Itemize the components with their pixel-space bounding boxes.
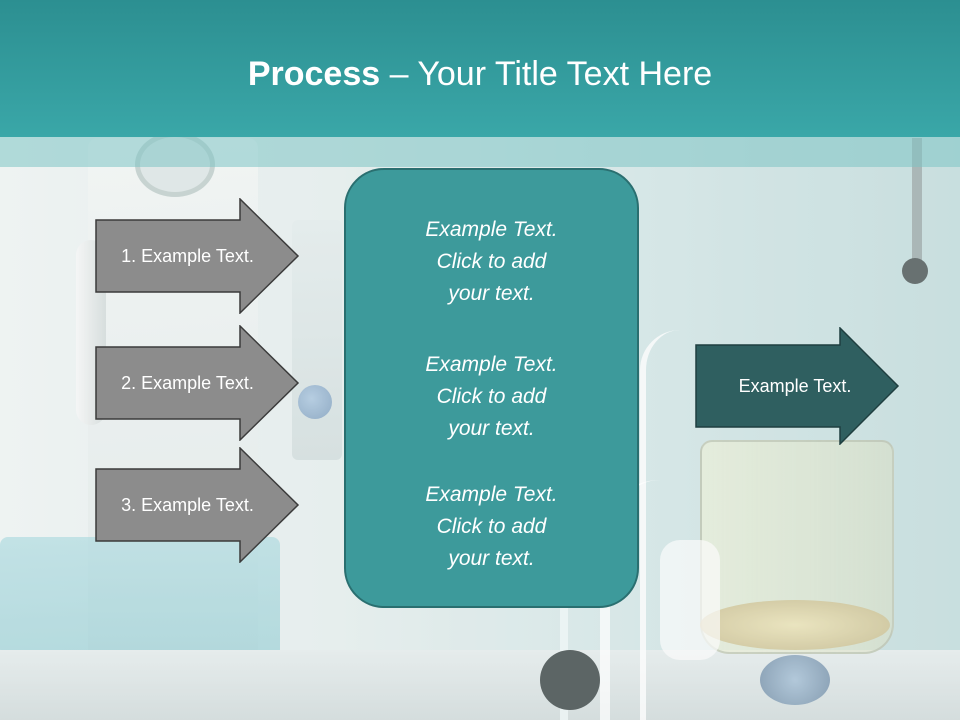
step-arrow-2[interactable]: 2. Example Text.	[95, 325, 300, 441]
tube	[560, 560, 668, 720]
arrow-shape	[95, 325, 300, 441]
step-label: 1. Example Text.	[121, 245, 254, 266]
step-arrow-1[interactable]: 1. Example Text.	[95, 198, 300, 314]
bottle	[660, 540, 720, 660]
step-arrow-3[interactable]: 3. Example Text.	[95, 447, 300, 563]
step-label: 3. Example Text.	[121, 494, 254, 515]
machine-panel	[292, 220, 342, 460]
arrow-shape	[95, 198, 300, 314]
title-band	[0, 137, 960, 167]
blue-knob	[298, 385, 332, 419]
center-paragraph-1: Example Text. Click to add your text.	[425, 218, 558, 305]
result-label: Example Text.	[738, 375, 852, 396]
slide-title[interactable]: Process – Your Title Text Here	[0, 52, 960, 96]
center-paragraph-2: Example Text. Click to add your text.	[425, 353, 558, 440]
arrow-shape	[95, 447, 300, 563]
gauge	[540, 650, 600, 710]
pole-knob	[902, 258, 928, 284]
step-label: 2. Example Text.	[121, 372, 254, 393]
gauge	[760, 655, 830, 705]
arrow-shape	[695, 327, 900, 445]
title-rest: – Your Title Text Here	[380, 55, 713, 93]
pole	[912, 138, 922, 268]
result-arrow[interactable]: Example Text.	[695, 327, 900, 445]
title-bold: Process	[247, 55, 381, 93]
title-bar: Process – Your Title Text Here	[0, 0, 960, 137]
center-text-box[interactable]: Example Text. Click to add your text. Ex…	[344, 168, 639, 608]
canister-base	[700, 600, 890, 650]
center-paragraph-3: Example Text. Click to add your text.	[425, 483, 558, 570]
blue-container	[0, 537, 280, 657]
